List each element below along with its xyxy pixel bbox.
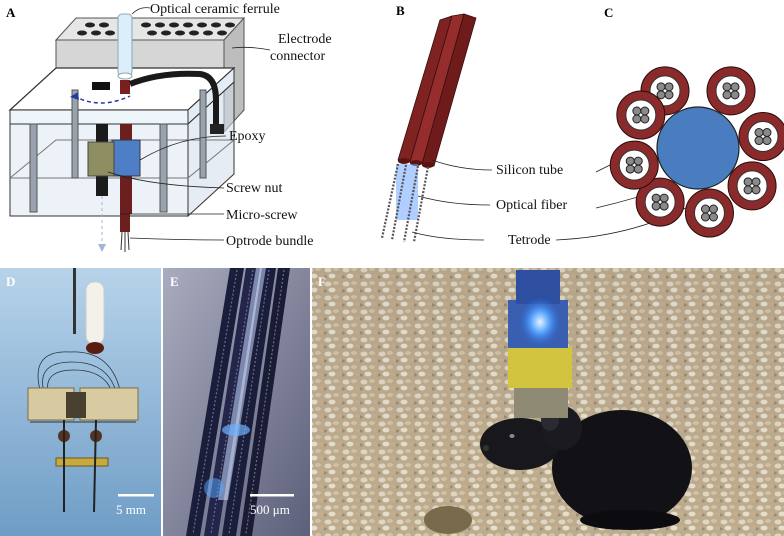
- central-optical-fiber: [656, 106, 740, 190]
- label-screw-nut: Screw nut: [226, 181, 282, 196]
- label-silicon-tube: Silicon tube: [496, 163, 563, 178]
- scale-bar-d: [118, 494, 154, 497]
- tetrode-tube-2: [706, 66, 756, 116]
- scale-text-d: 5 mm: [116, 502, 146, 517]
- label-ferrule: Optical ceramic ferrule: [150, 2, 280, 17]
- electrode-connector-block: [54, 16, 246, 134]
- tetrode-tube-7: [609, 140, 659, 190]
- tetrode-tube-ring: [609, 66, 784, 238]
- label-optical-fiber: Optical fiber: [496, 198, 567, 213]
- panel-b: B Silicon tube Optical fiber Tet: [380, 3, 567, 248]
- epoxy-block: [111, 139, 141, 177]
- scale-bar-e: [250, 494, 294, 497]
- scale-text-e: 500 μm: [250, 502, 290, 517]
- tetrode-tube-6: [635, 177, 685, 227]
- optical-ferrule: [117, 13, 133, 77]
- panel-f: F: [312, 268, 784, 536]
- tetrode-tube-4: [727, 161, 777, 211]
- panel-c: C: [555, 5, 784, 241]
- panel-e-letter: E: [170, 274, 179, 289]
- tetrode-tube-3: [738, 112, 784, 162]
- label-connector-2: connector: [270, 49, 326, 64]
- panel-d-letter: D: [6, 274, 15, 289]
- label-tetrode: Tetrode: [508, 233, 551, 248]
- screw-nut: [87, 141, 115, 177]
- panel-a-letter: A: [6, 5, 16, 20]
- implant-headstage: [508, 270, 572, 418]
- panel-d: D 5 mm: [0, 268, 161, 536]
- label-micro-screw: Micro-screw: [226, 208, 298, 223]
- panel-e: E 500 μm: [163, 268, 310, 536]
- label-optrode-bundle: Optrode bundle: [226, 234, 313, 249]
- panel-c-letter: C: [604, 5, 613, 20]
- panel-a: A: [6, 2, 332, 252]
- rotation-arrow-icon: [73, 95, 131, 104]
- label-connector-1: Electrode: [278, 32, 332, 47]
- tetrode-tube-5: [684, 188, 734, 238]
- panel-b-letter: B: [396, 3, 405, 18]
- tetrode-tube-8: [616, 90, 666, 140]
- wire-bundle: [128, 70, 219, 128]
- label-epoxy: Epoxy: [229, 129, 266, 144]
- panel-f-letter: F: [318, 274, 326, 289]
